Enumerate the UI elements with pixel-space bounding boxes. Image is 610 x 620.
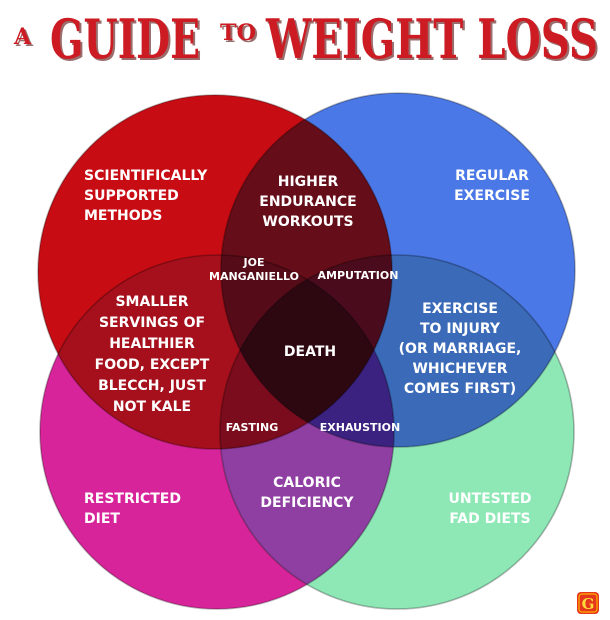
label-line: RESTRICTED	[84, 491, 181, 507]
label-regular: REGULAR EXERCISE	[454, 168, 530, 204]
label-injury: EXERCISE TO INJURY (OR MARRIAGE, WHICHEVER C…	[399, 301, 522, 397]
label-line: WHICHEVER	[412, 361, 507, 377]
label-line: DIET	[84, 511, 120, 527]
label-line: HEALTHIER	[109, 336, 195, 352]
label-fasting: FASTING	[226, 421, 279, 434]
title: A GUIDE TO WEIGHT LOSS A GUIDE TO WEIGHT…	[13, 7, 600, 73]
title-word-to-shadow: TO	[222, 22, 258, 48]
label-line: EXERCISE	[422, 301, 498, 317]
label-exhaustion: EXHAUSTION	[320, 421, 400, 434]
label-line: BLECCH, JUST	[98, 378, 206, 394]
label-line: FASTING	[226, 421, 279, 434]
title-word-rest-shadow: WEIGHT LOSS	[267, 9, 600, 73]
label-line: REGULAR	[455, 168, 529, 184]
label-line: UNTESTED	[448, 491, 531, 507]
label-restricted: RESTRICTED DIET	[84, 491, 181, 527]
logo-letter: G	[582, 595, 595, 613]
label-scientific: SCIENTIFICALLY SUPPORTED METHODS	[84, 168, 208, 224]
label-line: SCIENTIFICALLY	[84, 168, 208, 184]
label-higher: HIGHER ENDURANCE WORKOUTS	[259, 174, 356, 230]
overlap-death	[221, 255, 392, 447]
label-line: FOOD, EXCEPT	[95, 357, 210, 373]
label-amputation: AMPUTATION	[318, 269, 399, 282]
brand-logo-icon: G	[577, 592, 599, 614]
overlaps	[40, 95, 574, 609]
circle-outlines	[37, 92, 576, 610]
label-line: CALORIC	[273, 475, 341, 491]
region-labels: SCIENTIFICALLY SUPPORTED METHODS REGULAR EX…	[84, 168, 532, 527]
label-line: WORKOUTS	[262, 214, 353, 230]
label-line: METHODS	[84, 208, 162, 224]
label-line: NOT KALE	[113, 399, 191, 415]
label-line: TO INJURY	[420, 321, 501, 337]
title-word-guide-shadow: GUIDE	[52, 9, 202, 73]
title-word-a: A	[13, 24, 32, 50]
label-line: DEFICIENCY	[260, 495, 354, 511]
label-line: HIGHER	[278, 174, 339, 190]
label-line: SMALLER	[115, 294, 188, 310]
label-line: (OR MARRIAGE,	[399, 341, 522, 357]
label-line: EXERCISE	[454, 188, 530, 204]
label-line: JOE	[243, 256, 265, 269]
label-line: EXHAUSTION	[320, 421, 400, 434]
label-line: ENDURANCE	[259, 194, 356, 210]
label-line: MANGANIELLO	[209, 270, 299, 283]
label-caloric: CALORIC DEFICIENCY	[260, 475, 354, 511]
label-line: FAD DIETS	[449, 511, 530, 527]
label-smaller: SMALLER SERVINGS OF HEALTHIER FOOD, EXCEPT B…	[95, 294, 210, 415]
label-line: SUPPORTED	[84, 188, 179, 204]
title-word-to: TO	[220, 20, 256, 46]
label-line: COMES FIRST)	[404, 381, 516, 397]
title-word-a-shadow: A	[15, 26, 34, 52]
label-untested: UNTESTED FAD DIETS	[448, 491, 531, 527]
title-word-rest: WEIGHT LOSS	[265, 7, 598, 71]
label-line: SERVINGS OF	[99, 315, 205, 331]
label-line: DEATH	[284, 344, 336, 360]
label-death: DEATH	[284, 344, 336, 360]
title-word-guide: GUIDE	[50, 7, 200, 71]
label-line: AMPUTATION	[318, 269, 399, 282]
